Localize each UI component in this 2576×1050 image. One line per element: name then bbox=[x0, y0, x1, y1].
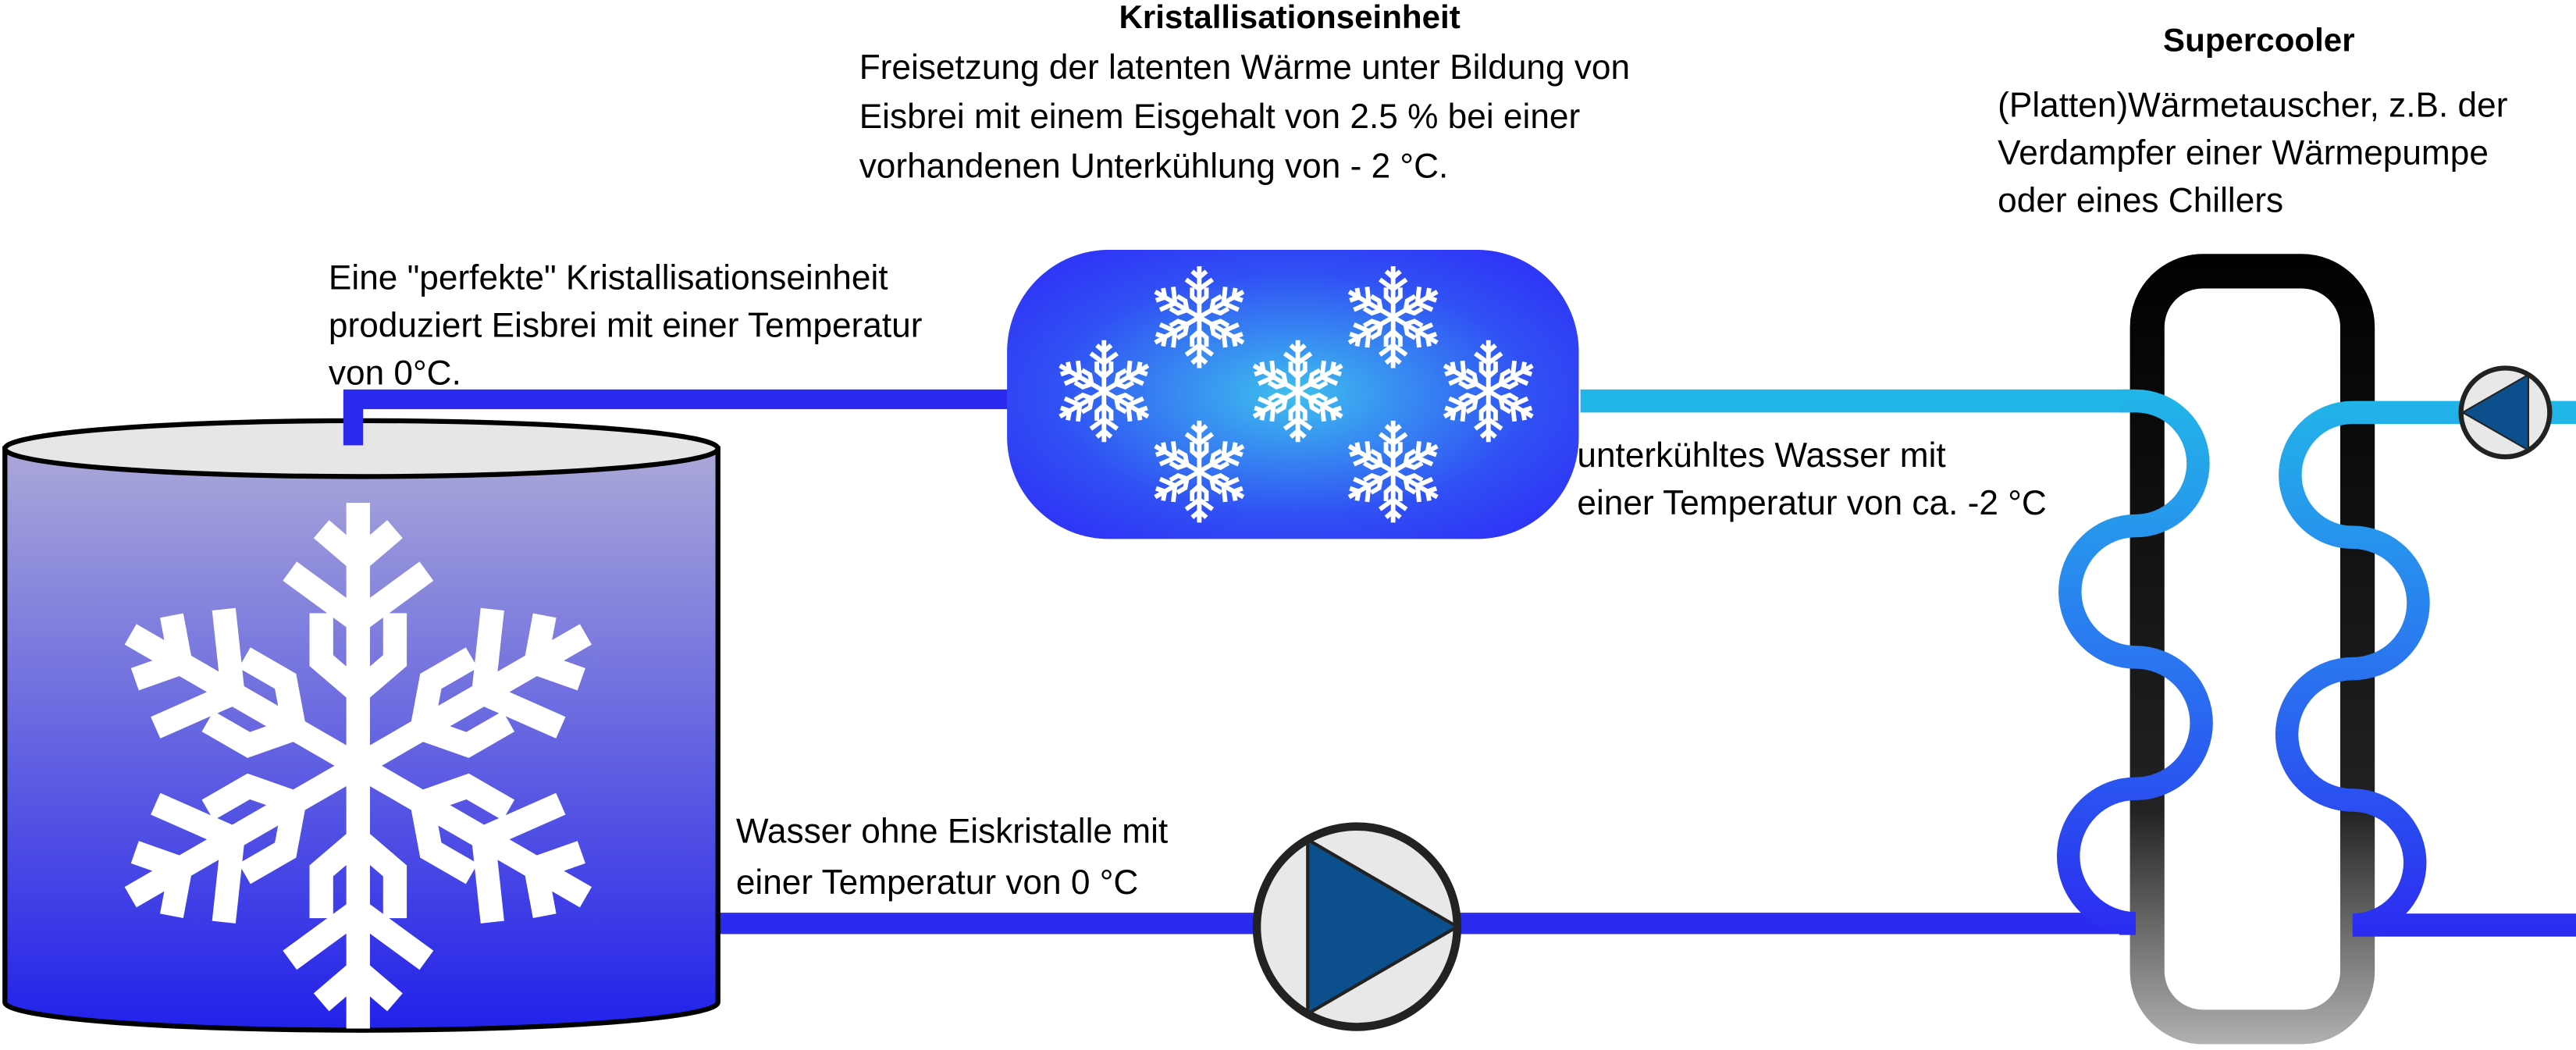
coil-right bbox=[2275, 400, 2576, 937]
crystallizer-title: Kristallisationseinheit bbox=[1119, 0, 1460, 35]
main-pump-icon bbox=[1252, 822, 1462, 1031]
crystallization-unit bbox=[1007, 249, 1579, 539]
coil-left bbox=[2056, 389, 2213, 935]
supercooler-description: (Platten)Wärmetauscher, z.B. der Verdamp… bbox=[1998, 87, 2517, 220]
supercooler-title: Supercooler bbox=[2163, 21, 2355, 58]
crystallizer-description: Freisetzung der latenten Wärme unter Bil… bbox=[859, 48, 1640, 185]
supercooled-water-label: unterkühltes Wasser mit einer Temperatur… bbox=[1577, 436, 2046, 522]
secondary-pump-icon bbox=[2458, 365, 2553, 460]
perfect-unit-label: Eine "perfekte" Kristallisationseinheit … bbox=[329, 258, 932, 392]
water-no-ice-label: Wasser ohne Eiskristalle mit einer Tempe… bbox=[736, 813, 1178, 902]
storage-tank bbox=[2, 399, 720, 1033]
